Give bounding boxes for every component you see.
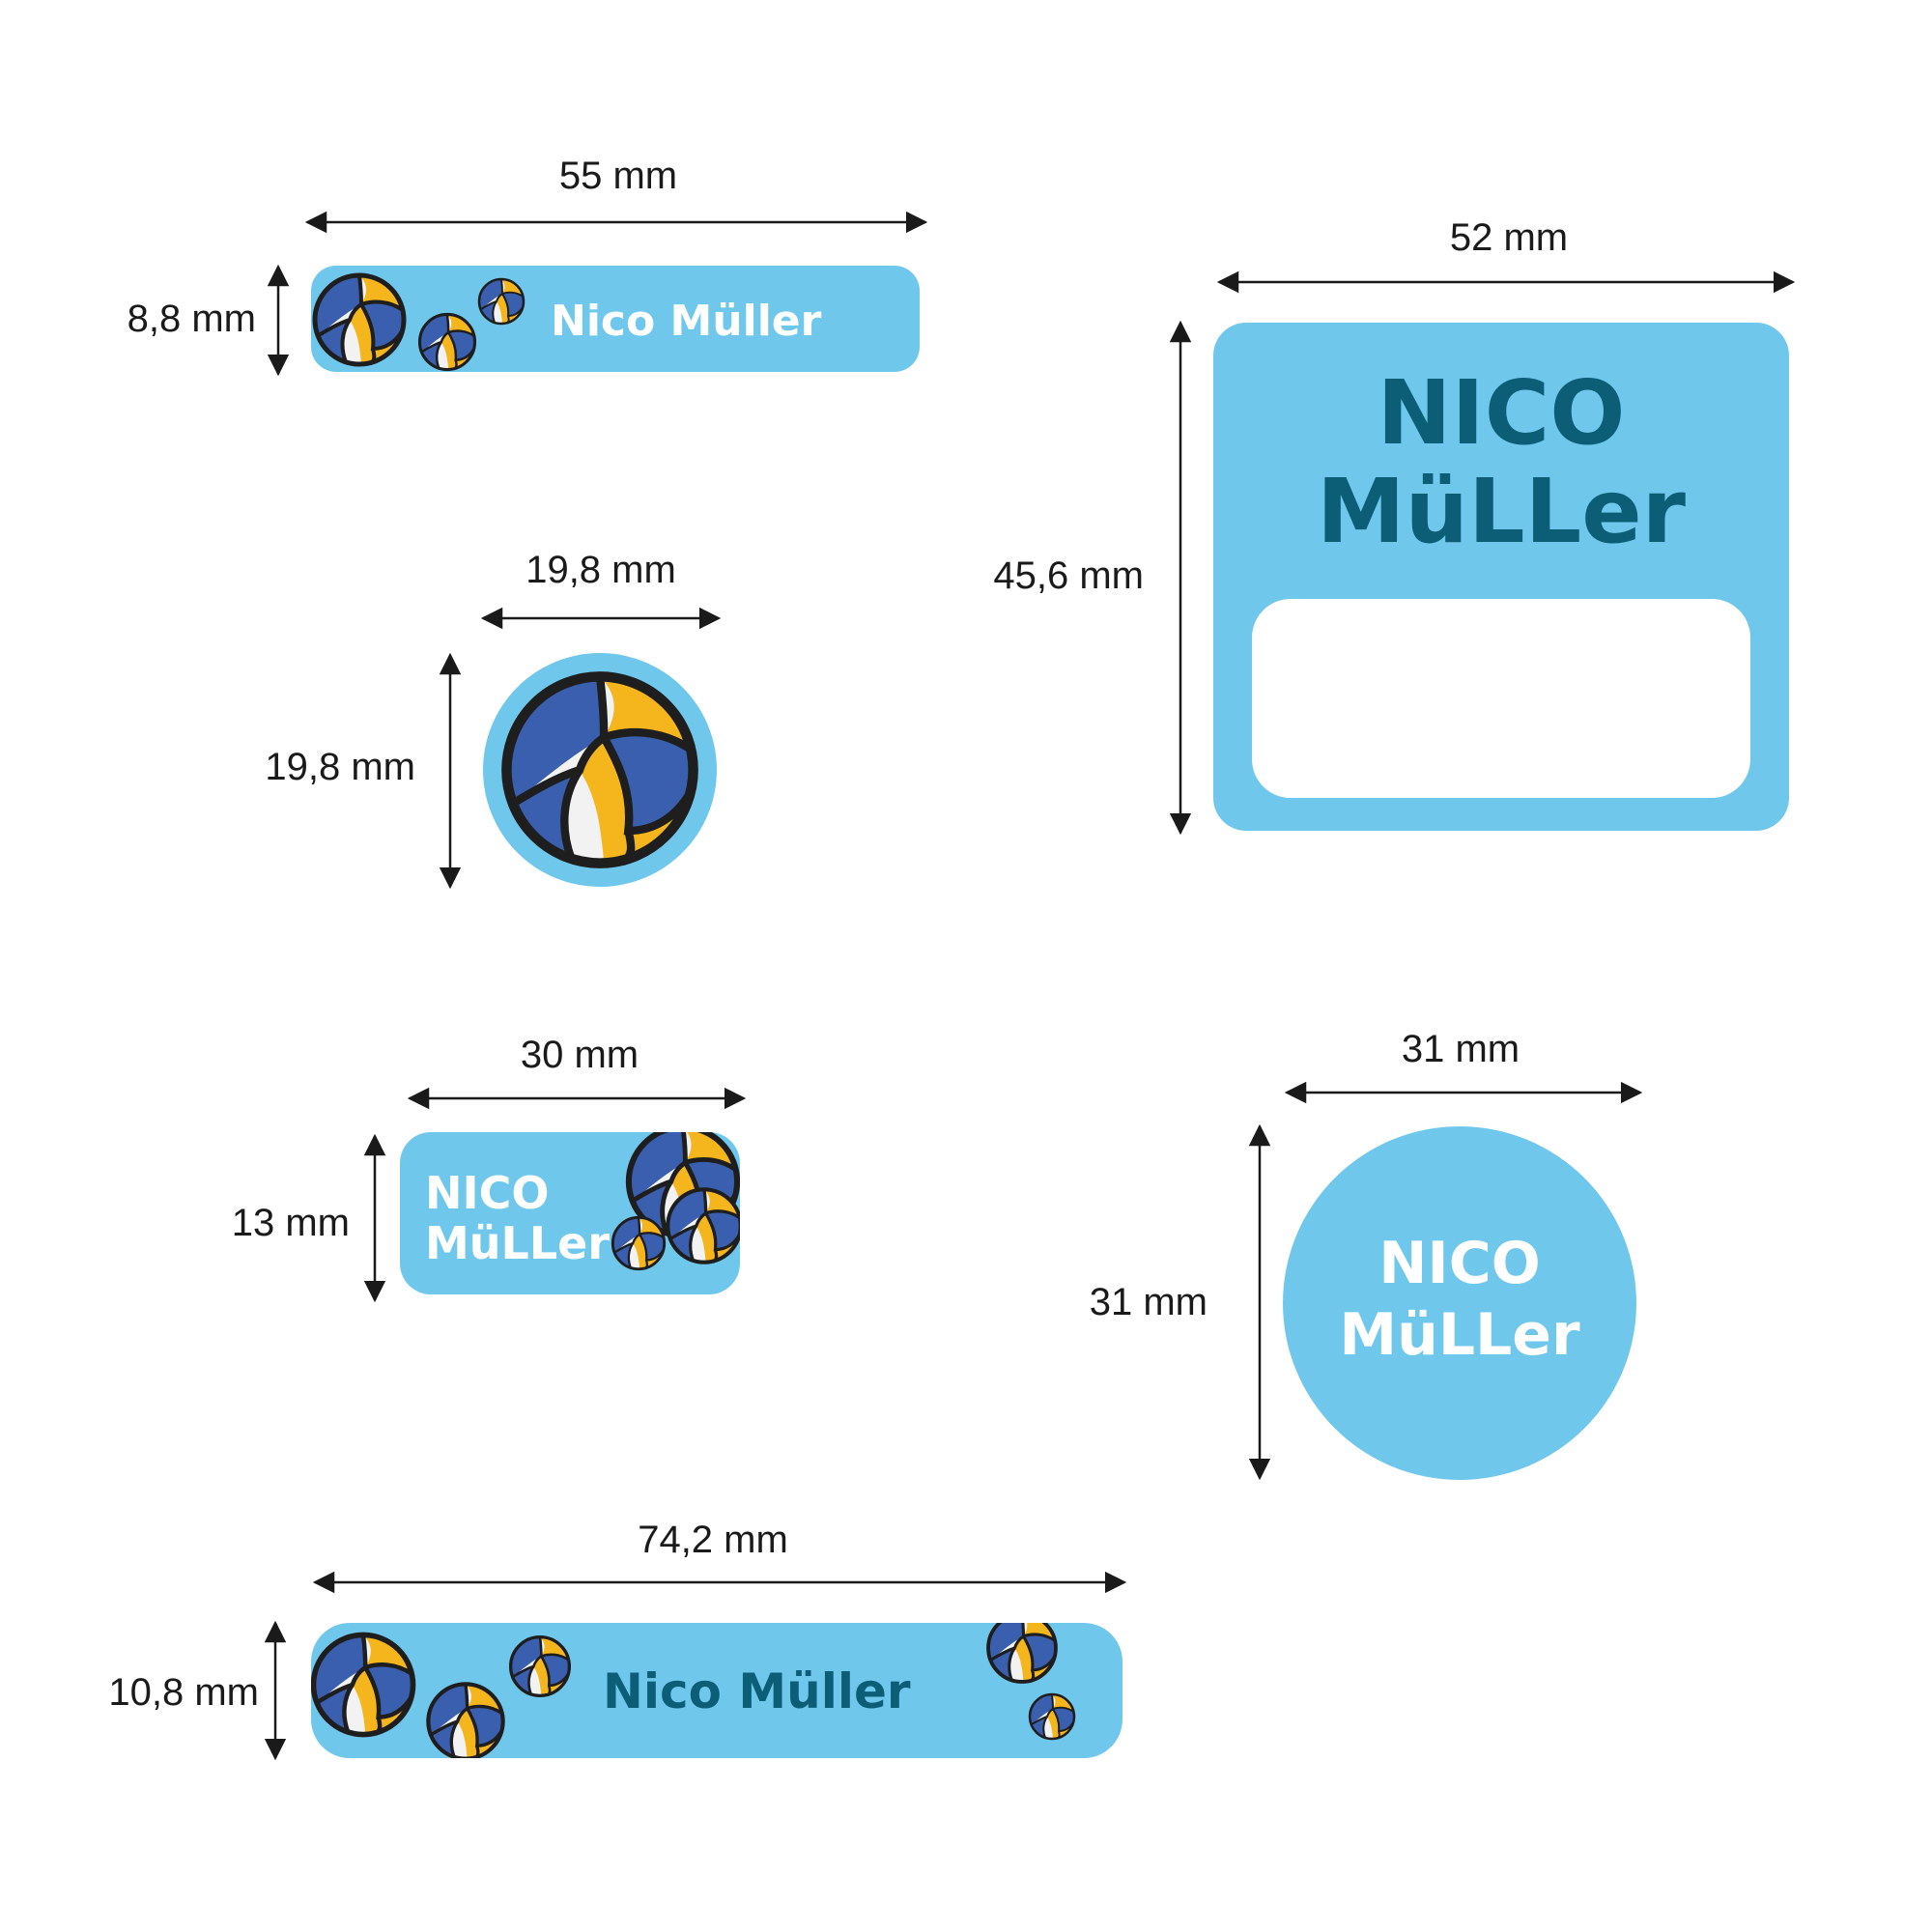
volleyball-icon: [985, 1623, 1059, 1685]
label-55mm: Nico Müller: [311, 266, 920, 372]
width-label-19-8: 19,8 mm: [526, 549, 676, 591]
label-52mm: NICO MüLLer: [1213, 323, 1789, 831]
write-in-field: [1252, 599, 1750, 798]
width-label-30: 30 mm: [520, 1034, 639, 1076]
width-label-74-2: 74,2 mm: [638, 1519, 788, 1561]
name-line2: MüLLer: [425, 1217, 611, 1269]
volleyball-icon: [508, 1634, 572, 1698]
name-line1: NICO: [1377, 361, 1626, 465]
name-text: Nico Müller: [551, 297, 822, 346]
volleyball-icon: [611, 1215, 667, 1271]
height-label-13: 13 mm: [231, 1202, 350, 1244]
name-text: Nico Müller: [603, 1663, 911, 1719]
height-label-31: 31 mm: [1089, 1281, 1208, 1323]
width-label-31: 31 mm: [1401, 1028, 1520, 1070]
label-74-2mm: Nico Müller: [311, 1623, 1122, 1758]
volleyball-icon: [417, 312, 477, 372]
label-round-31mm: NICO MüLLer: [1283, 1126, 1636, 1480]
volleyball-icon: [477, 277, 526, 326]
name-line2: MüLLer: [1316, 460, 1687, 563]
volleyball-icon: [311, 1631, 417, 1739]
volleyball-icon: [665, 1186, 740, 1265]
name-line1: NICO: [425, 1167, 550, 1219]
name-line1: NICO: [1378, 1230, 1541, 1297]
width-label-52: 52 mm: [1449, 216, 1569, 259]
name-line2: MüLLer: [1339, 1301, 1580, 1369]
height-label-19-8: 19,8 mm: [265, 746, 415, 788]
volleyball-icon: [311, 271, 408, 368]
label-round-19-8mm: [483, 653, 717, 887]
height-label-10-8: 10,8 mm: [108, 1671, 259, 1714]
label-30mm: NICO MüLLer: [400, 1132, 740, 1294]
volleyball-icon: [498, 668, 701, 871]
volleyball-icon: [425, 1681, 506, 1758]
width-label-55: 55 mm: [558, 155, 678, 197]
height-label-45-6: 45,6 mm: [993, 554, 1144, 597]
volleyball-icon: [1028, 1692, 1076, 1741]
height-label-8-8: 8,8 mm: [127, 298, 256, 340]
